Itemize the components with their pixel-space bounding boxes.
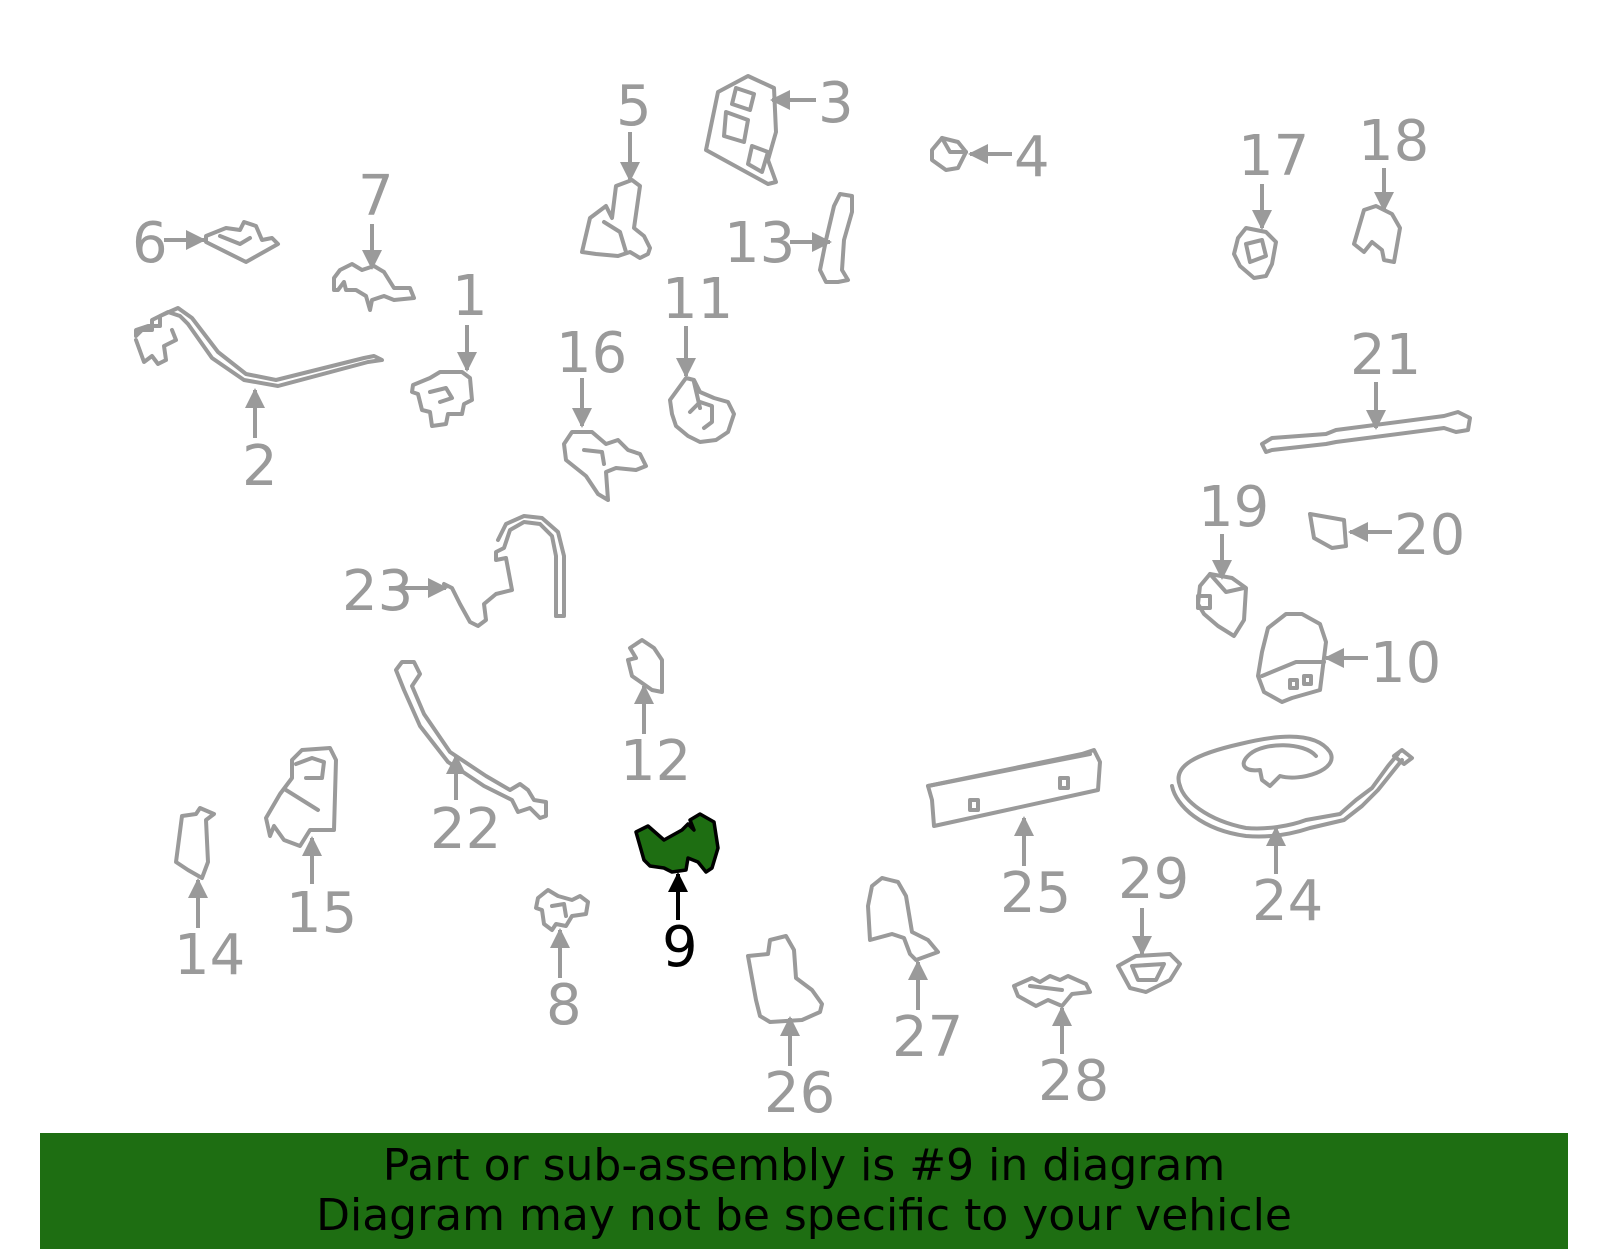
callout-26: 26: [764, 1061, 835, 1126]
part-28[interactable]: 28: [1012, 974, 1109, 1114]
callout-22: 22: [430, 797, 501, 862]
banner-line-1: Part or sub-assembly is #9 in diagram: [382, 1140, 1226, 1191]
callout-1: 1: [452, 264, 488, 329]
part-21[interactable]: 21: [1260, 323, 1472, 454]
callout-18: 18: [1358, 109, 1429, 174]
callout-21: 21: [1350, 323, 1421, 388]
callout-27: 27: [892, 1005, 963, 1070]
callout-14: 14: [174, 923, 245, 988]
part-12[interactable]: 12: [620, 638, 691, 794]
callout-10: 10: [1370, 631, 1441, 696]
part-20[interactable]: 20: [1308, 503, 1465, 568]
info-banner: Part or sub-assembly is #9 in diagram Di…: [40, 1133, 1568, 1249]
part-27[interactable]: 27: [866, 876, 963, 1070]
callout-13: 13: [724, 211, 795, 276]
callout-4: 4: [1014, 125, 1050, 190]
part-3[interactable]: 3: [704, 71, 854, 186]
part-18[interactable]: 18: [1352, 109, 1429, 264]
callout-9: 9: [662, 915, 698, 980]
callout-20: 20: [1394, 503, 1465, 568]
part-9-highlighted[interactable]: 9: [634, 812, 720, 980]
callout-16: 16: [556, 321, 627, 386]
callout-24: 24: [1252, 869, 1323, 934]
part-11[interactable]: 11: [662, 267, 736, 444]
part-5[interactable]: 5: [580, 74, 652, 260]
callout-25: 25: [1000, 861, 1071, 926]
callout-29: 29: [1118, 847, 1189, 912]
part-1[interactable]: 1: [410, 264, 488, 428]
callout-19: 19: [1198, 475, 1269, 540]
callout-12: 12: [620, 729, 691, 794]
part-23[interactable]: 23: [342, 514, 566, 628]
part-22[interactable]: 22: [394, 660, 548, 862]
part-10[interactable]: 10: [1256, 612, 1441, 704]
part-15[interactable]: 15: [264, 746, 357, 946]
callout-8: 8: [546, 973, 582, 1038]
callout-6: 6: [132, 211, 168, 276]
part-17[interactable]: 17: [1232, 124, 1309, 280]
callout-5: 5: [616, 74, 652, 139]
callout-11: 11: [662, 267, 733, 332]
part-13[interactable]: 13: [724, 192, 854, 284]
part-25[interactable]: 25: [926, 748, 1102, 926]
part-29[interactable]: 29: [1116, 847, 1189, 994]
part-16[interactable]: 16: [556, 321, 648, 502]
callout-3: 3: [818, 71, 854, 136]
part-26[interactable]: 26: [746, 934, 835, 1126]
part-4[interactable]: 4: [930, 125, 1050, 190]
callout-2: 2: [242, 434, 278, 499]
part-24[interactable]: 24: [1170, 734, 1414, 934]
callout-23: 23: [342, 559, 413, 624]
callout-7: 7: [358, 164, 394, 229]
part-2[interactable]: 2: [134, 306, 384, 499]
callout-15: 15: [286, 881, 357, 946]
callout-28: 28: [1038, 1049, 1109, 1114]
part-19[interactable]: 19: [1196, 475, 1269, 638]
callout-17: 17: [1238, 124, 1309, 189]
part-14[interactable]: 14: [174, 806, 245, 988]
part-7[interactable]: 7: [332, 164, 416, 312]
part-8[interactable]: 8: [534, 888, 590, 1038]
part-6[interactable]: 6: [132, 211, 280, 276]
banner-line-2: Diagram may not be specific to your vehi…: [316, 1190, 1292, 1241]
